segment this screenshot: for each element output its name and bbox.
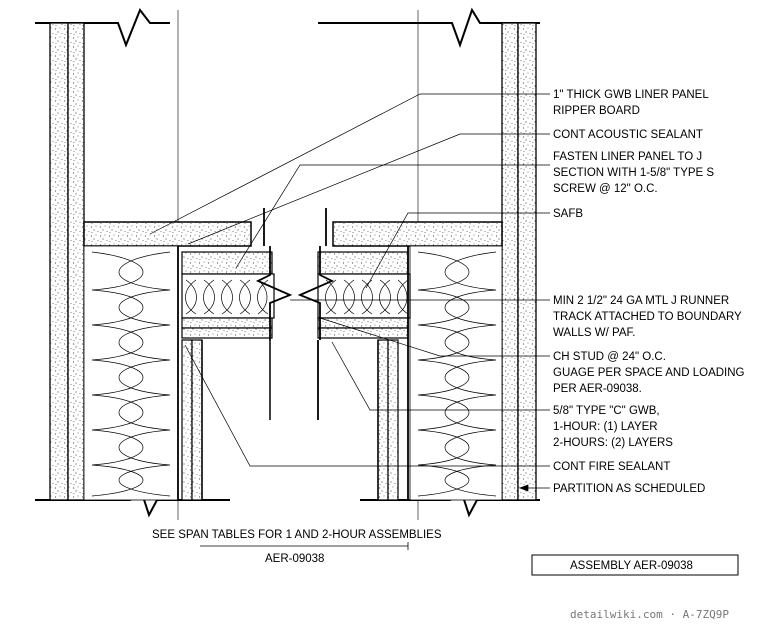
partition-left — [177, 208, 293, 501]
span-tables-note: SEE SPAN TABLES FOR 1 AND 2-HOUR ASSEMBL… — [152, 529, 442, 541]
assembly-label-box — [531, 554, 739, 576]
callout-j-runner: MIN 2 1/2" 24 GA MTL J RUNNER TRACK ATTA… — [553, 295, 745, 339]
callout-fire-sealant: CONT FIRE SEALANT — [553, 461, 670, 473]
callout-fasten-liner: FASTEN LINER PANEL TO J SECTION WITH 1-5… — [553, 151, 717, 195]
callout-type-c-gwb: 5/8" TYPE "C" GWB, 1-HOUR: (1) LAYER 2-H… — [553, 405, 673, 449]
break-line-top-right — [318, 7, 540, 49]
assembly-label: ASSEMBLY AER-09038 — [570, 560, 693, 572]
callout-ch-stud: CH STUD @ 24" O.C. GUAGE PER SPACE AND L… — [553, 351, 748, 395]
liner-panel-right — [332, 221, 503, 247]
callout-acoustic-sealant: CONT ACOUSTIC SEALANT — [553, 129, 703, 141]
safb-insulation-left — [83, 245, 179, 501]
callout-liner-panel: 1" THICK GWB LINER PANEL RIPPER BOARD — [553, 89, 712, 117]
callout-safb: SAFB — [553, 208, 583, 220]
callout-partition: PARTITION AS SCHEDULED — [553, 483, 705, 495]
safb-insulation-right — [409, 245, 503, 501]
boundary-wall-left-gwb-outer — [49, 22, 69, 501]
partition-right — [297, 208, 411, 501]
liner-panel-left — [83, 221, 252, 247]
span-ref: AER-09038 — [265, 553, 324, 565]
watermark: detailwiki.com · A-7ZQ9P — [570, 608, 729, 621]
boundary-wall-right-gwb-outer — [517, 22, 537, 501]
break-line-top-left — [35, 7, 170, 48]
boundary-wall-left-gwb-inner — [67, 22, 85, 501]
leader-lines — [149, 93, 550, 492]
boundary-wall-right-gwb-inner — [501, 22, 519, 501]
